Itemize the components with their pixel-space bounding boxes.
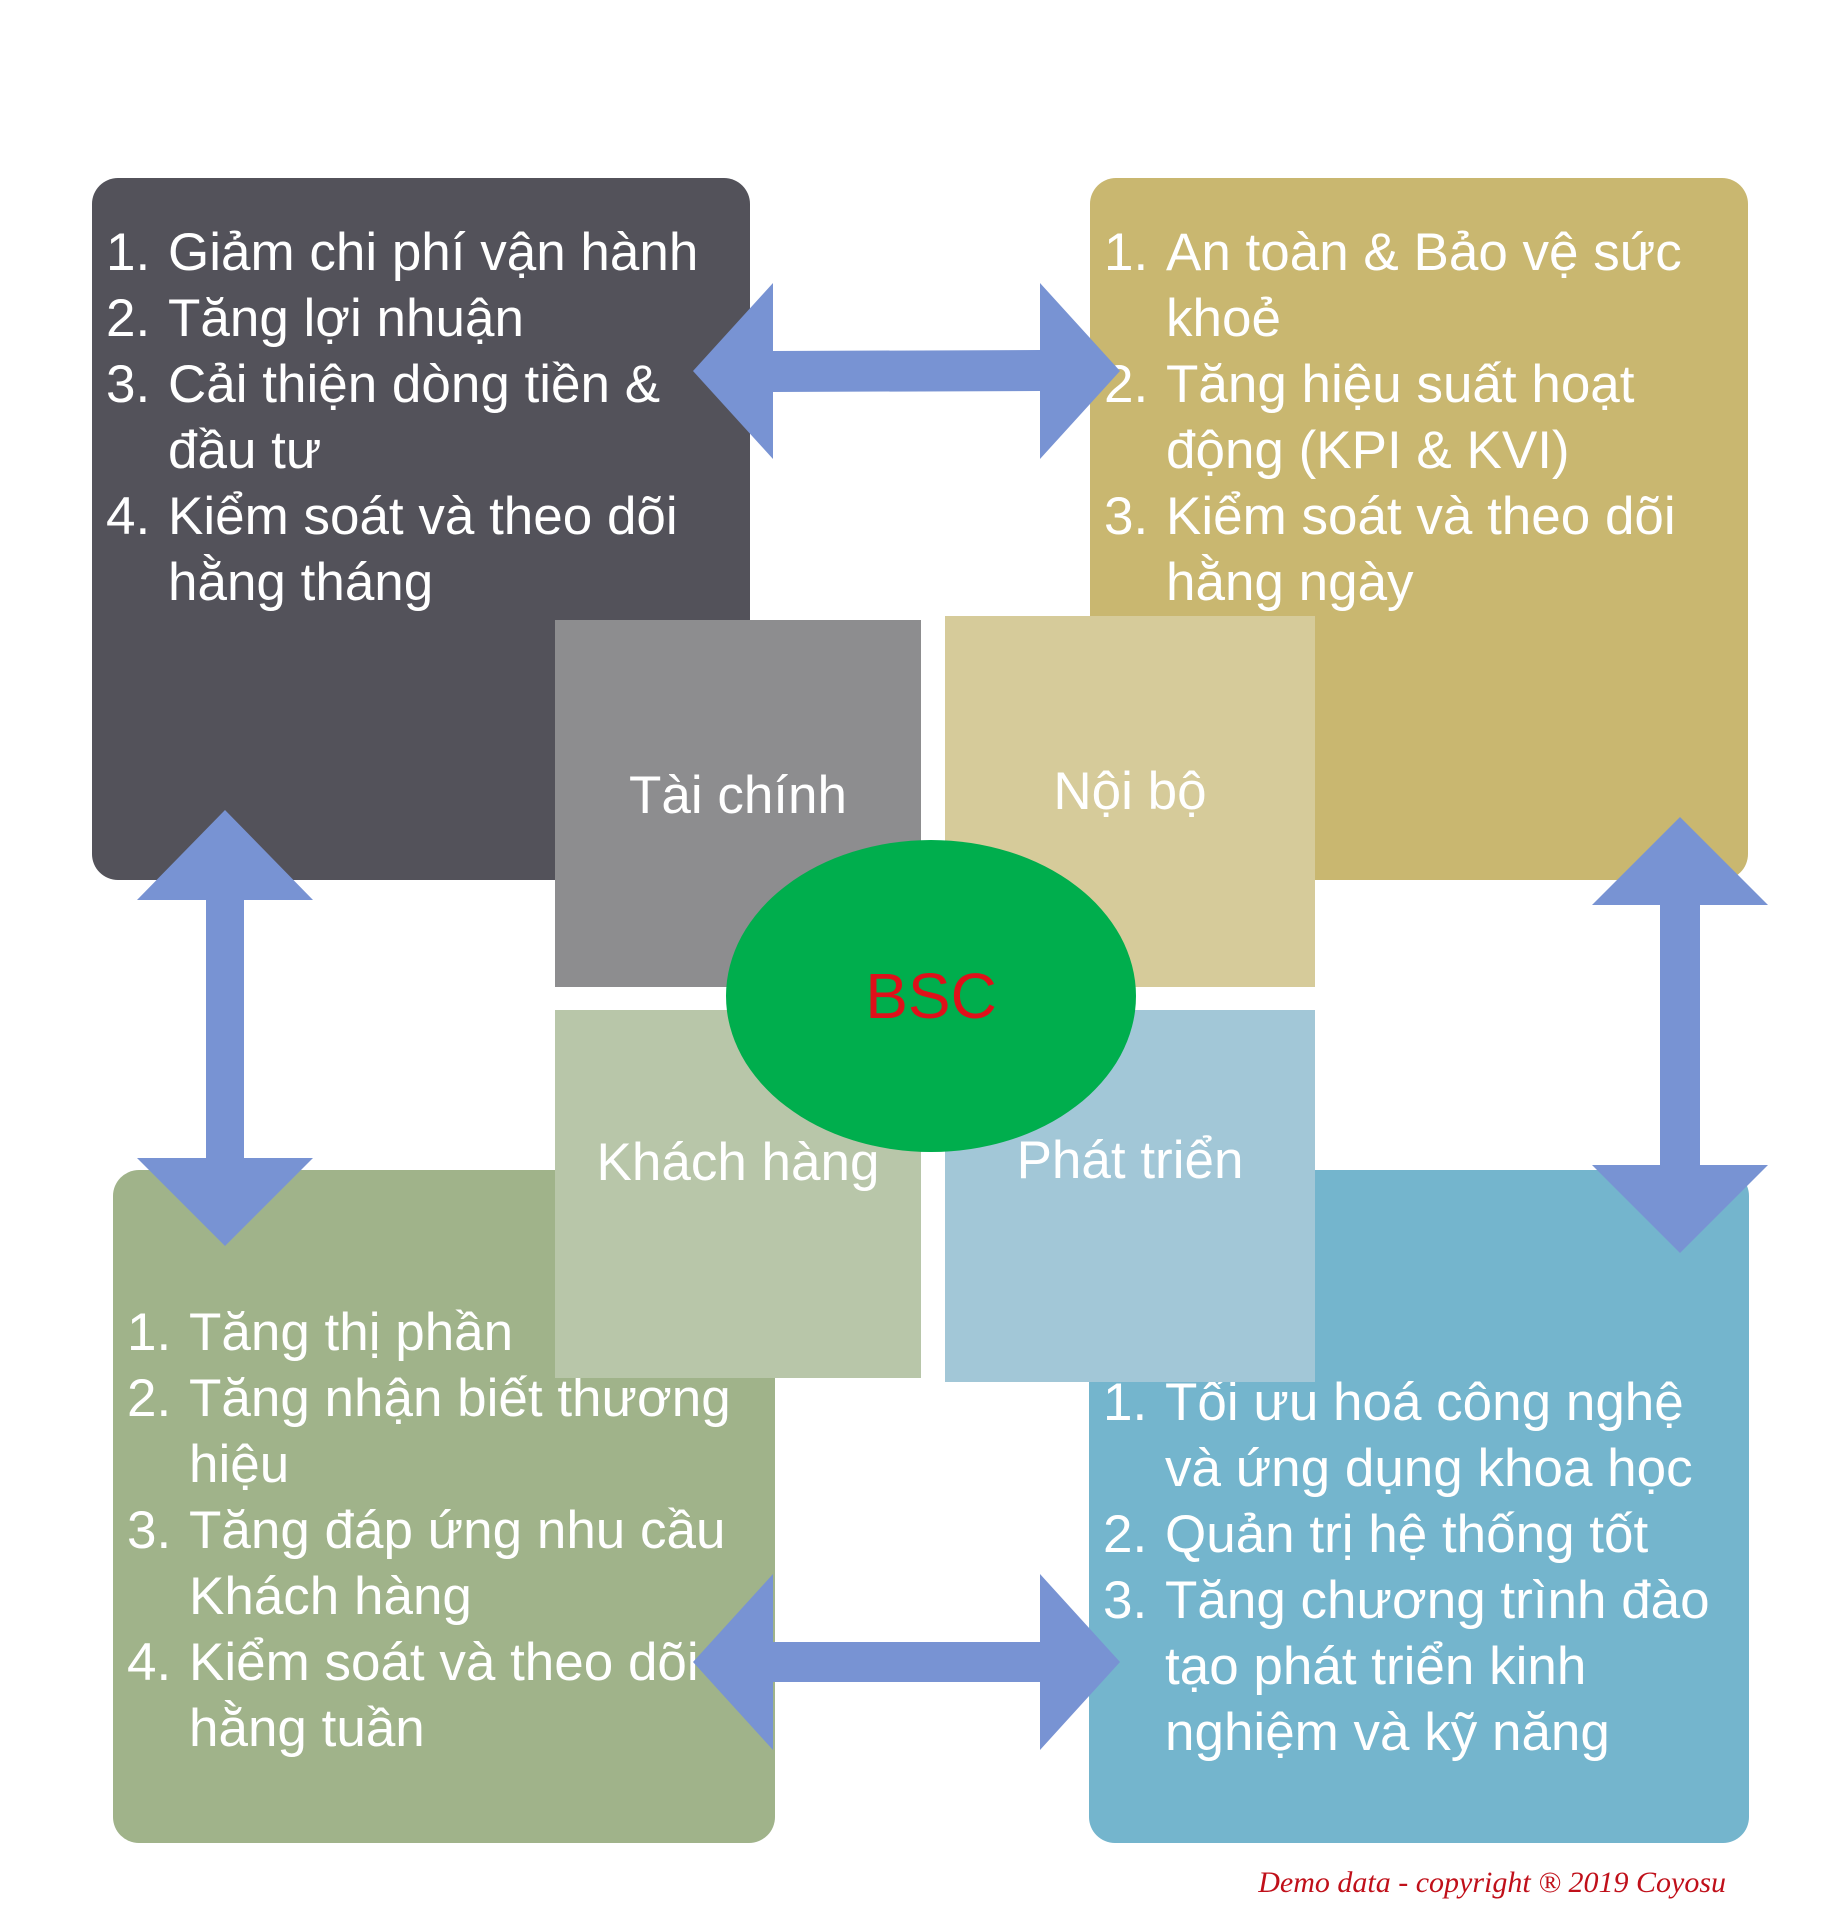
- item-number: 2.: [1103, 1505, 1148, 1564]
- customer-objectives-list: 1. Tăng thị phần 2. Tăng nhận biết thương …: [127, 1300, 765, 1762]
- item-number: 3.: [127, 1501, 172, 1560]
- copyright-note: Demo data - copyright ® 2019 Coyosu: [1258, 1866, 1726, 1899]
- item-text: Tăng đáp ứng nhu cầu Khách hàng: [189, 1501, 726, 1626]
- item-number: 3.: [106, 355, 151, 414]
- item-text: Tăng thị phần: [189, 1303, 514, 1362]
- item-text: Tối ưu hoá công nghệ và ứng dụng khoa họ…: [1165, 1373, 1693, 1498]
- quadrant-growth-label: Phát triển: [1016, 1130, 1244, 1190]
- list-item: 1. Tăng thị phần: [127, 1300, 765, 1366]
- list-item: 1. Giảm chi phí vận hành: [106, 220, 740, 286]
- list-item: 2. Tăng nhận biết thương hiệu: [127, 1366, 765, 1498]
- double-arrow-top-icon: [693, 283, 1120, 459]
- item-number: 2.: [106, 289, 151, 348]
- list-item: 2. Tăng lợi nhuận: [106, 286, 740, 352]
- list-item: 3. Cải thiện dòng tiền & đầu tư: [106, 352, 740, 484]
- list-item: 3. Tăng đáp ứng nhu cầu Khách hàng: [127, 1498, 765, 1630]
- item-number: 4.: [106, 487, 151, 546]
- bsc-center-ellipse: BSC: [726, 840, 1136, 1152]
- item-number: 3.: [1104, 487, 1149, 546]
- item-text: Kiểm soát và theo dõi hằng ngày: [1166, 487, 1676, 612]
- double-arrow-right-icon: [1592, 817, 1768, 1253]
- bsc-label: BSC: [865, 960, 997, 1032]
- item-number: 2.: [127, 1369, 172, 1428]
- quadrant-internal: Nội bộ: [945, 616, 1315, 987]
- growth-objectives-list: 1. Tối ưu hoá công nghệ và ứng dụng khoa …: [1103, 1370, 1741, 1766]
- item-text: Tăng hiệu suất hoạt động (KPI & KVI): [1166, 355, 1635, 480]
- list-item: 4. Kiểm soát và theo dõi hằng tháng: [106, 484, 740, 616]
- item-text: Tăng lợi nhuận: [168, 289, 524, 348]
- item-text: Giảm chi phí vận hành: [168, 223, 699, 282]
- item-text: Tăng nhận biết thương hiệu: [189, 1369, 731, 1494]
- item-text: Kiểm soát và theo dõi hằng tuần: [189, 1633, 699, 1758]
- list-item: 3. Tăng chương trình đào tạo phát triển k…: [1103, 1568, 1741, 1766]
- item-text: Quản trị hệ thống tốt: [1165, 1505, 1649, 1564]
- item-number: 1.: [106, 223, 151, 282]
- item-text: An toàn & Bảo vệ sức khoẻ: [1166, 223, 1682, 348]
- item-number: 1.: [1103, 1373, 1148, 1432]
- list-item: 4. Kiểm soát và theo dõi hằng tuần: [127, 1630, 765, 1762]
- item-number: 3.: [1103, 1571, 1148, 1630]
- financial-objectives-list: 1. Giảm chi phí vận hành 2. Tăng lợi nhuận…: [106, 220, 740, 616]
- item-text: Kiểm soát và theo dõi hằng tháng: [168, 487, 678, 612]
- quadrant-customer-label: Khách hàng: [596, 1132, 880, 1192]
- financial-objectives-box: 1. Giảm chi phí vận hành 2. Tăng lợi nhuận…: [92, 178, 750, 880]
- list-item: 2. Quản trị hệ thống tốt: [1103, 1502, 1741, 1568]
- item-text: Cải thiện dòng tiền & đầu tư: [168, 355, 661, 480]
- list-item: 2.Tăng hiệu suất hoạt động (KPI & KVI): [1104, 352, 1738, 484]
- list-item: 3. Kiểm soát và theo dõi hằng ngày: [1104, 484, 1738, 616]
- quadrant-internal-label: Nội bộ: [1053, 762, 1207, 821]
- list-item: 1. An toàn & Bảo vệ sức khoẻ: [1104, 220, 1738, 352]
- list-item: 1. Tối ưu hoá công nghệ và ứng dụng khoa …: [1103, 1370, 1741, 1502]
- item-number: 1.: [1104, 223, 1149, 282]
- item-number: 1.: [127, 1303, 172, 1362]
- item-number: 4.: [127, 1633, 172, 1692]
- quadrant-financial-label: Tài chính: [628, 766, 847, 825]
- double-arrow-bottom-icon: [693, 1574, 1120, 1750]
- double-arrow-left-icon: [137, 810, 313, 1246]
- item-text: Tăng chương trình đào tạo phát triển kin…: [1165, 1571, 1710, 1762]
- internal-objectives-list: 1. An toàn & Bảo vệ sức khoẻ 2.Tăng hiệu …: [1104, 220, 1738, 616]
